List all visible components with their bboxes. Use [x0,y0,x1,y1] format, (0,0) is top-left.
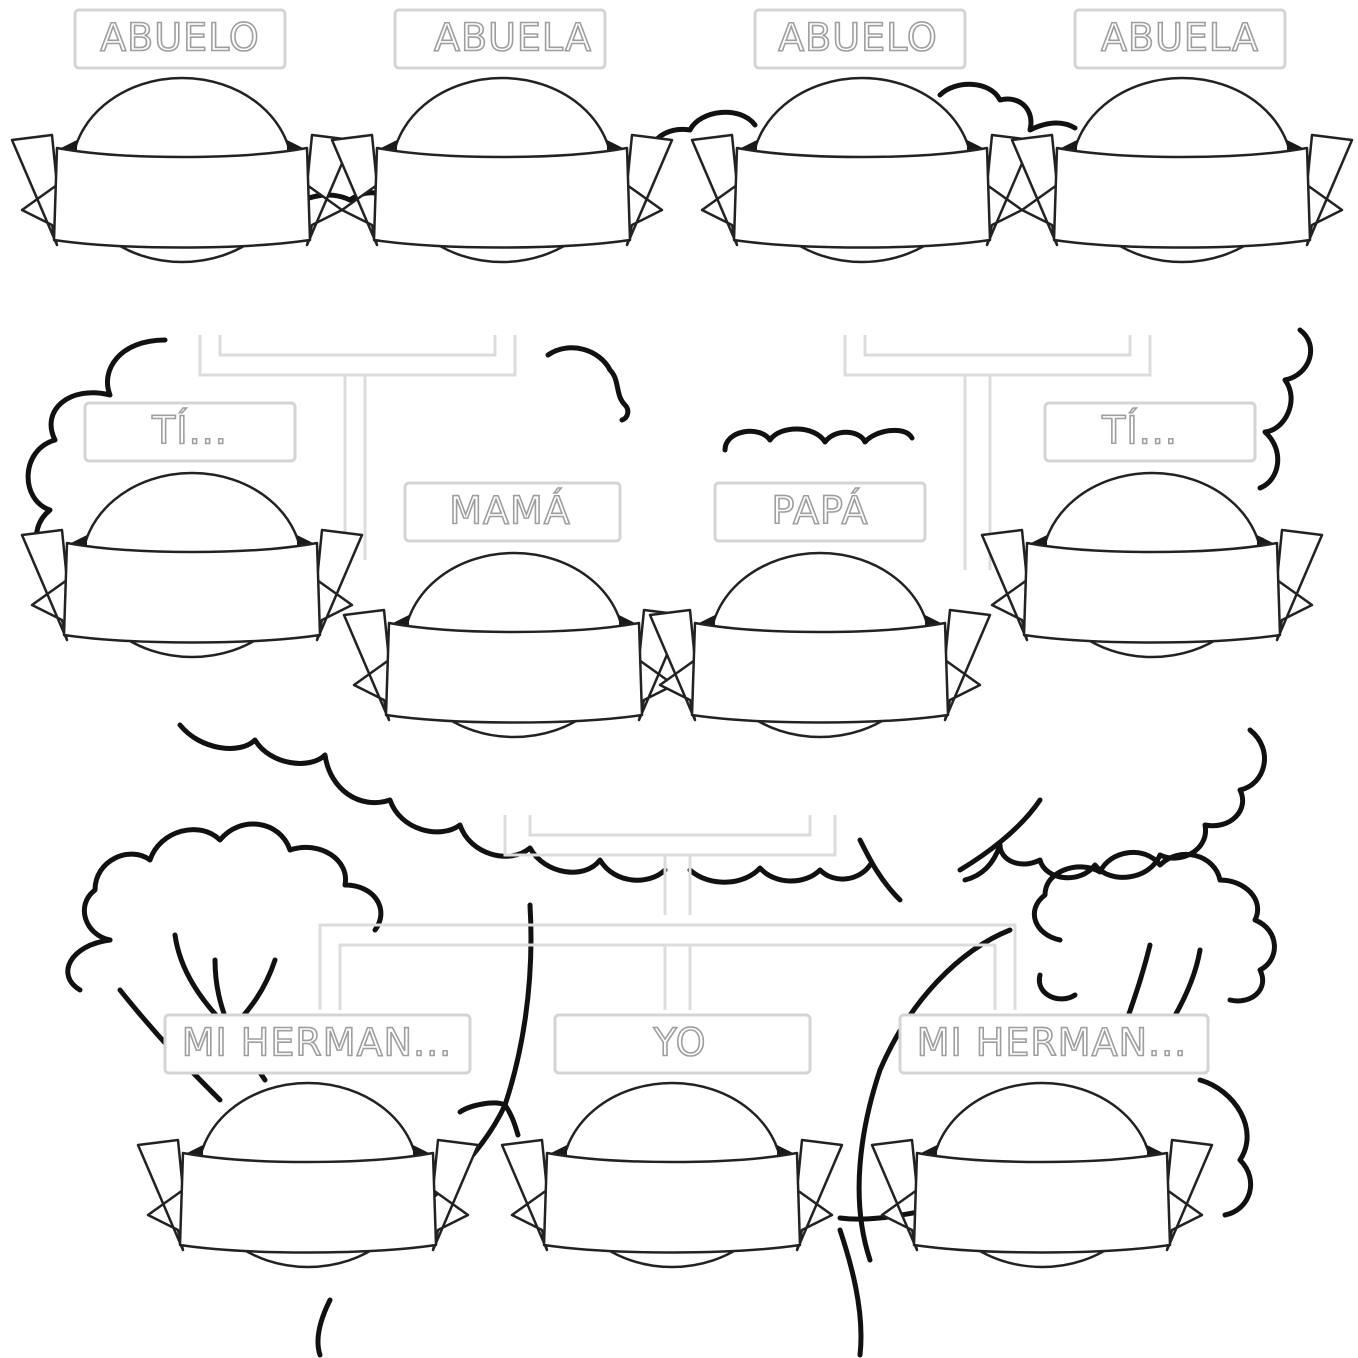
label-aunt-uncle-1: TÍ... [151,409,228,453]
label-aunt-uncle-2: TÍ... [1101,409,1178,453]
portrait-frame-grandmother-1 [332,78,672,262]
label-grandfather-1: ABUELO [100,16,260,60]
portrait-frame-sibling-1 [138,1083,478,1267]
labels-grandparents: ABUELO ABUELA ABUELO ABUELA [75,10,1285,68]
tree-trunk [318,800,1040,1355]
label-sibling-1: MI HERMAN... [182,1021,453,1065]
portrait-frame-aunt-uncle-2 [982,473,1322,657]
portrait-frame-mom [344,553,684,737]
portrait-row-parents [22,473,1322,737]
portrait-frame-me [502,1083,842,1267]
label-sibling-2: MI HERMAN... [917,1021,1188,1065]
portrait-frame-sibling-2 [872,1083,1212,1267]
label-me: YO [652,1021,706,1065]
portrait-frame-aunt-uncle-1 [22,473,362,657]
label-dad: PAPÁ [772,489,869,533]
label-mom: MAMÁ [449,489,571,533]
portrait-row-children [138,1083,1212,1267]
portrait-frame-dad [650,553,990,737]
label-grandmother-1: ABUELA [434,16,592,60]
labels-children: MI HERMAN... YO MI HERMAN... [165,1015,1208,1073]
label-grandfather-2: ABUELO [778,16,938,60]
label-grandmother-2: ABUELA [1101,16,1259,60]
portrait-row-grandparents [12,78,1352,262]
portrait-frame-grandmother-2 [1012,78,1352,262]
sky-doodles [548,348,912,450]
portrait-frame-grandfather-2 [692,78,1032,262]
portrait-frame-grandfather-1 [12,78,352,262]
